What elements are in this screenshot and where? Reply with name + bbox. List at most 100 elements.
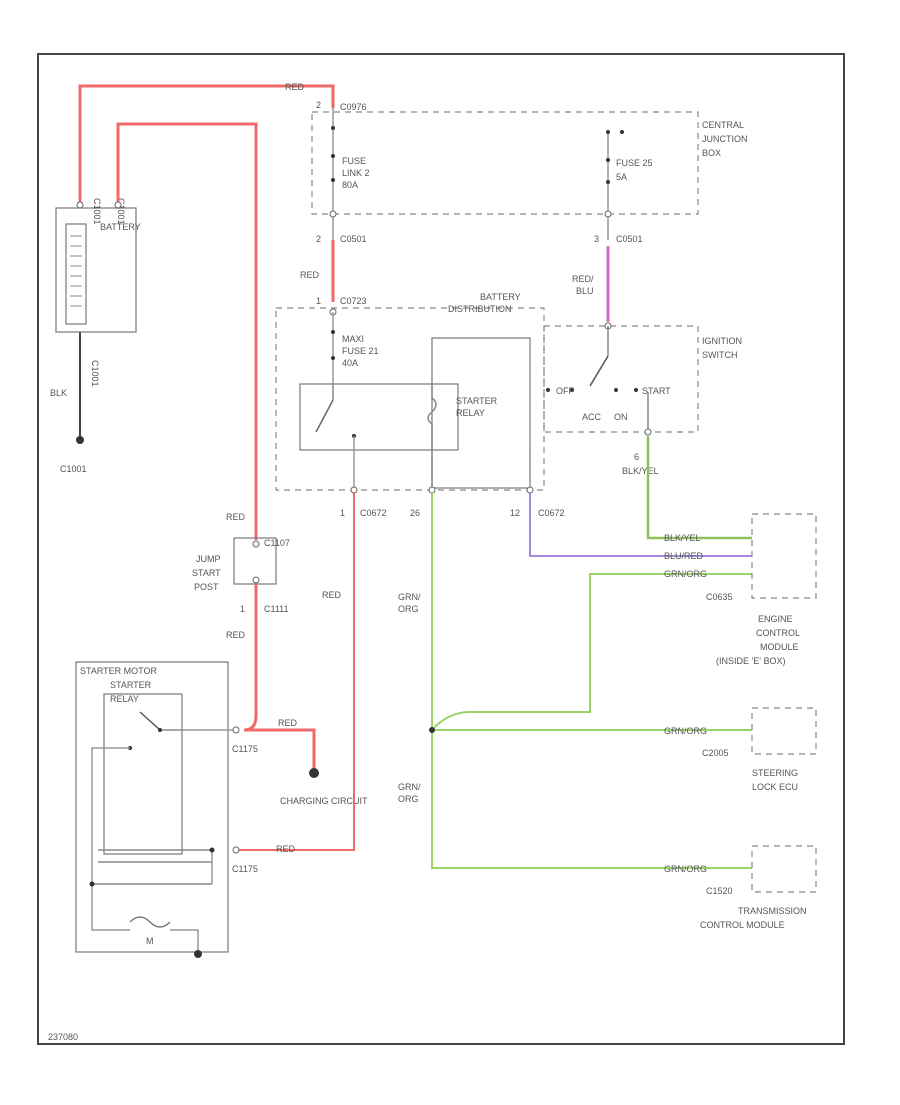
terminal (606, 158, 610, 162)
connector-c1107: C1107 (264, 538, 290, 548)
pin-c0501b: 3 (594, 234, 599, 244)
starter-motor-relay-label-1: STARTER (110, 680, 152, 690)
wire-red-battery-to-jump-post (116, 122, 258, 540)
starter-relay-coil-box (431, 337, 531, 489)
pin (232, 726, 240, 734)
pin (329, 210, 337, 218)
pin (252, 540, 260, 548)
bdb-label-1: BATTERY (480, 292, 521, 302)
wire-label-blk: BLK (50, 388, 67, 398)
terminal (331, 356, 335, 360)
battery: BATTERY (55, 207, 141, 333)
steering-lock-label-2: LOCK ECU (752, 782, 798, 792)
battery-cells (65, 223, 87, 325)
wire-motor-loop (91, 747, 130, 931)
battery-distribution-box (275, 307, 545, 491)
connector-c1175a: C1175 (232, 744, 258, 754)
wire-label-blk-yel: BLK/YEL (622, 466, 659, 476)
battery-pos-connector: C1001 (92, 198, 102, 225)
terminal (158, 728, 162, 732)
pin-c0672-12: 12 (510, 508, 520, 518)
starter-motor-box (75, 661, 229, 953)
terminal (570, 388, 574, 392)
motor-symbol: M (146, 936, 154, 946)
pin-c1111: 1 (240, 604, 245, 614)
terminal (634, 388, 638, 392)
wire-label-red-blu-2: BLU (576, 286, 594, 296)
terminal (606, 130, 610, 134)
terminal (331, 126, 335, 130)
starter-relay-label-1: STARTER (456, 396, 498, 406)
footer-code: 237080 (48, 1032, 78, 1042)
wire-label-red-mid: RED (300, 270, 320, 280)
ecm-label-2: CONTROL (756, 628, 800, 638)
wire-label-red-c0672: RED (322, 590, 342, 600)
wire-label-grn-org-2b: ORG (398, 794, 419, 804)
ign-start-label: START (642, 386, 671, 396)
pin (644, 428, 652, 436)
pin (252, 576, 260, 584)
terminal (89, 881, 95, 887)
bdb-label-2: DISTRIBUTION (448, 304, 512, 314)
terminal (546, 388, 550, 392)
pin-c0672-26: 26 (410, 508, 420, 518)
wire-red-relay-to-starter-solenoid (238, 492, 355, 851)
maxi-fuse-label-1: MAXI (342, 334, 364, 344)
terminal (620, 130, 624, 134)
wire-label-grn-org-1b: ORG (398, 604, 419, 614)
charging-circuit-terminal-icon (309, 768, 319, 778)
starter-motor-relay-box (103, 693, 183, 855)
relay-coil-icon (427, 384, 437, 490)
pin-ign-out: 6 (634, 452, 639, 462)
relay-switch-contact (315, 399, 334, 433)
pin (604, 210, 612, 218)
ecm-label-1: ENGINE (758, 614, 793, 624)
wire-motor-ground (170, 929, 199, 952)
pin (114, 201, 122, 209)
ecm-box (751, 513, 817, 599)
wire-label-grn-org-1a: GRN/ (398, 592, 421, 602)
cjb-label-2: JUNCTION (702, 134, 748, 144)
starter-relay-label-2: RELAY (456, 408, 485, 418)
ecm-wire-1: BLK/YEL (664, 533, 701, 543)
pin-top: 2 (316, 100, 321, 110)
ecm-wire-2: BLU/RED (664, 551, 704, 561)
wire-label-red-post-bottom: RED (226, 630, 246, 640)
wire-red-battery-to-fuse-link (78, 84, 335, 208)
ignition-label-2: SWITCH (702, 350, 738, 360)
wire-grn-org-to-ecm (431, 573, 752, 731)
maxi-fuse-label-2: FUSE 21 (342, 346, 379, 356)
diagram-frame (37, 53, 845, 1045)
wire-label-grn-org-2a: GRN/ (398, 782, 421, 792)
starter-motor-relay-label-2: RELAY (110, 694, 139, 704)
pin-c0672-1: 1 (340, 508, 345, 518)
tcm-box (751, 845, 817, 893)
steering-lock-ecu-box (751, 707, 817, 755)
starter-motor-label: STARTER MOTOR (80, 666, 158, 676)
fuse-link-2-label-3: 80A (342, 180, 358, 190)
terminal (331, 330, 335, 334)
ground-point-icon (76, 436, 84, 444)
starter-ground-icon (194, 950, 202, 958)
battery-pos-connector-2: C1001 (116, 198, 126, 225)
connector-c0672b: C0672 (538, 508, 565, 518)
fuse-link-2-label-2: LINK 2 (342, 168, 370, 178)
connector-c0501a: C0501 (340, 234, 367, 244)
connector-c1111: C1111 (264, 604, 289, 614)
starter-motor-switch (139, 711, 161, 731)
ecm-label-4: (INSIDE 'E' BOX) (716, 656, 785, 666)
cjb-label-3: BOX (702, 148, 721, 158)
wire-red-post-to-starter (243, 584, 258, 732)
wire-label-red-charge: RED (278, 718, 298, 728)
tcm-label-2: CONTROL MODULE (700, 920, 785, 930)
connector-c0976: C0976 (340, 102, 367, 112)
ecm-wire-3: GRN/ORG (664, 569, 707, 579)
terminal (331, 178, 335, 182)
ignition-switch-contact (589, 355, 609, 387)
steering-lock-wire: GRN/ORG (664, 726, 707, 736)
ground-connector-label: C1001 (60, 464, 87, 474)
battery-label: BATTERY (100, 222, 141, 232)
tcm-wire: GRN/ORG (664, 864, 707, 874)
